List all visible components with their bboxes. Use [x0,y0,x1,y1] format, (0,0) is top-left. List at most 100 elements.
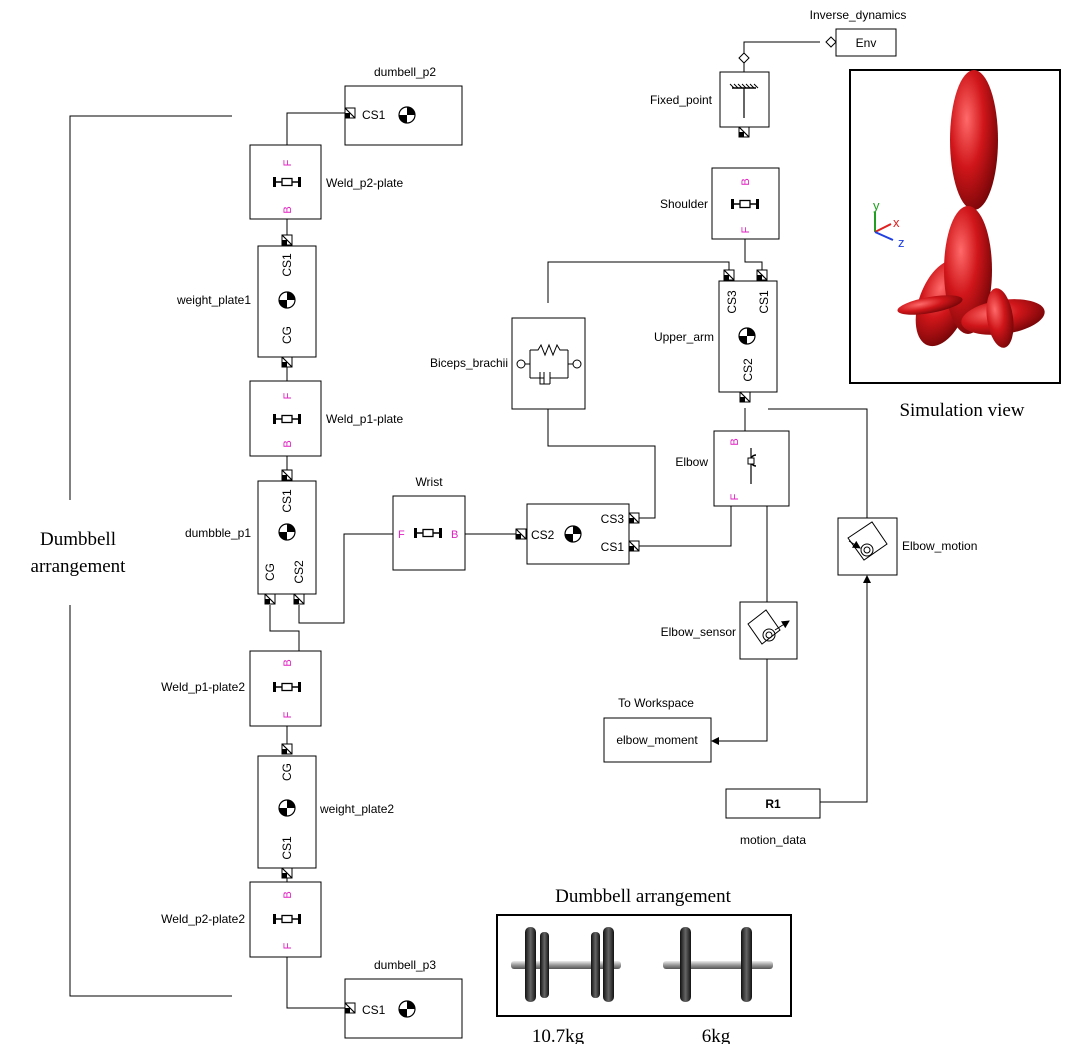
block-dumbell-p2[interactable]: dumbell_p2 CS1 [344,65,463,146]
weight-plate2-label: weight_plate2 [319,802,394,816]
block-elbow[interactable]: B F Elbow [675,430,790,507]
block-biceps-brachii[interactable]: Biceps_brachii [430,317,586,410]
upper-arm-cs3-port: CS3 [725,290,739,314]
weld-b-label: B [282,206,294,213]
forearm-cs1-port: CS1 [601,540,625,554]
port-icon[interactable] [628,512,640,524]
center-of-gravity-icon [398,106,416,124]
forearm-cs2-port: CS2 [531,528,555,542]
dumbbell-arrangement-label-line1: Dumbbell [40,529,116,550]
port-label: CS1 [362,1003,386,1017]
revolute-joint-icon [747,448,757,484]
simulation-view: y x z [849,69,1061,384]
axes-triad: y x z [873,198,905,250]
axis-y-label: y [873,198,880,213]
elbow-sensor-label: Elbow_sensor [661,625,736,639]
weight-plate2-bottom-port: CS1 [280,836,294,860]
center-of-gravity-icon [278,291,296,309]
block-weld-p1-plate[interactable]: F B Weld_p1-plate [249,380,403,457]
dumbble-p1-top-port: CS1 [280,489,294,513]
env-connector-diamond [825,36,837,48]
center-of-gravity-icon [564,525,582,543]
block-env[interactable]: Inverse_dynamics Env [810,8,907,57]
port-icon[interactable] [264,593,276,605]
block-dumbble-p1[interactable]: CS1 CG CS2 dumbble_p1 [185,469,317,605]
block-fixed-point[interactable]: Fixed_point [650,71,770,138]
forearm-cs3-port: CS3 [601,512,625,526]
env-label: Env [856,36,877,50]
block-wrist[interactable]: Wrist F B [392,475,466,571]
shoulder-f-label: F [740,226,752,233]
elbow-motion-label: Elbow_motion [902,539,977,553]
dumbell-p3-label: dumbell_p3 [374,958,436,972]
port-icon[interactable] [281,356,293,368]
dumbbell-arrangement-label-line2: arrangement [31,556,127,577]
port-icon[interactable] [515,528,527,540]
port-icon[interactable] [756,269,768,281]
port-label: CS1 [362,108,386,122]
axis-z-label: z [898,235,905,250]
port-icon[interactable] [344,1002,356,1014]
dumbble-p1-cs2-port: CS2 [292,560,306,584]
fixed-point-connector-diamond [738,52,750,64]
connection-lines [269,41,868,1009]
port-icon[interactable] [281,743,293,755]
arm-render [897,70,1045,348]
weld-b-label: B [282,659,294,666]
weld-f-label: F [282,159,294,166]
simulation-view-caption: Simulation view [899,400,1024,421]
upper-arm-cs2-port: CS2 [741,358,755,382]
weld-b-label: B [282,891,294,898]
sensor-icon [747,609,790,645]
elbow-label: Elbow [675,455,708,469]
block-weld-p2-plate2[interactable]: B F Weld_p2-plate2 [161,881,322,958]
port-icon[interactable] [738,126,750,138]
block-weld-p2-plate[interactable]: F B Weld_p2-plate [249,144,403,220]
block-upper-arm[interactable]: CS3 CS1 CS2 Upper_arm [654,269,778,403]
to-workspace-title: To Workspace [618,696,694,710]
wrist-label: Wrist [415,475,443,489]
upper-arm-cs1-port: CS1 [757,290,771,314]
weld-p1-plate2-label: Weld_p1-plate2 [161,680,245,694]
wrist-f-label: F [398,529,405,541]
actuator-icon [847,521,888,561]
upper-arm-label: Upper_arm [654,330,714,344]
bracket-bottom [69,605,232,997]
weight-plate1-top-port: CS1 [280,253,294,277]
block-forearm-hand[interactable]: Forearm&hand CS2 CS3 CS1 [515,501,640,565]
block-motion-data[interactable]: R1 motion_data [725,788,821,847]
fixed-point-label: Fixed_point [650,93,713,107]
block-weight-plate2[interactable]: CG CS1 weight_plate2 [257,743,394,879]
port-icon[interactable] [281,469,293,481]
weld-f-label: F [282,942,294,949]
arrowhead-elbow-motion [863,575,871,583]
weight-light-label: 6kg [702,1026,731,1044]
block-shoulder[interactable]: B F Shoulder [660,167,780,240]
elbow-f-label: F [729,493,741,500]
wrist-b-label: B [451,529,458,541]
block-to-workspace[interactable]: To Workspace elbow_moment [603,696,712,763]
weld-p1-plate-label: Weld_p1-plate [326,412,403,426]
block-elbow-motion[interactable]: Elbow_motion [837,517,977,576]
weight-plate1-label: weight_plate1 [176,293,251,307]
port-icon[interactable] [293,593,305,605]
port-icon[interactable] [723,269,735,281]
dumbbell-illustration [496,914,792,1017]
dumbble-p1-cg-port: CG [263,563,277,581]
port-icon[interactable] [739,391,751,403]
block-dumbell-p3[interactable]: dumbell_p3 CS1 [344,958,463,1039]
port-icon[interactable] [281,867,293,879]
port-icon[interactable] [344,107,356,119]
port-icon[interactable] [628,540,640,552]
port-icon[interactable] [281,234,293,246]
r1-label: R1 [765,797,781,811]
spring-damper-icon [516,343,582,385]
block-weld-p1-plate2[interactable]: B F Weld_p1-plate2 [161,650,322,727]
axis-x-label: x [893,215,900,230]
shoulder-b-label: B [740,178,752,185]
ground-icon [729,83,759,118]
block-elbow-sensor[interactable]: Elbow_sensor [661,601,798,660]
elbow-b-label: B [729,438,741,445]
block-weight-plate1[interactable]: CS1 CG weight_plate1 [176,234,317,368]
